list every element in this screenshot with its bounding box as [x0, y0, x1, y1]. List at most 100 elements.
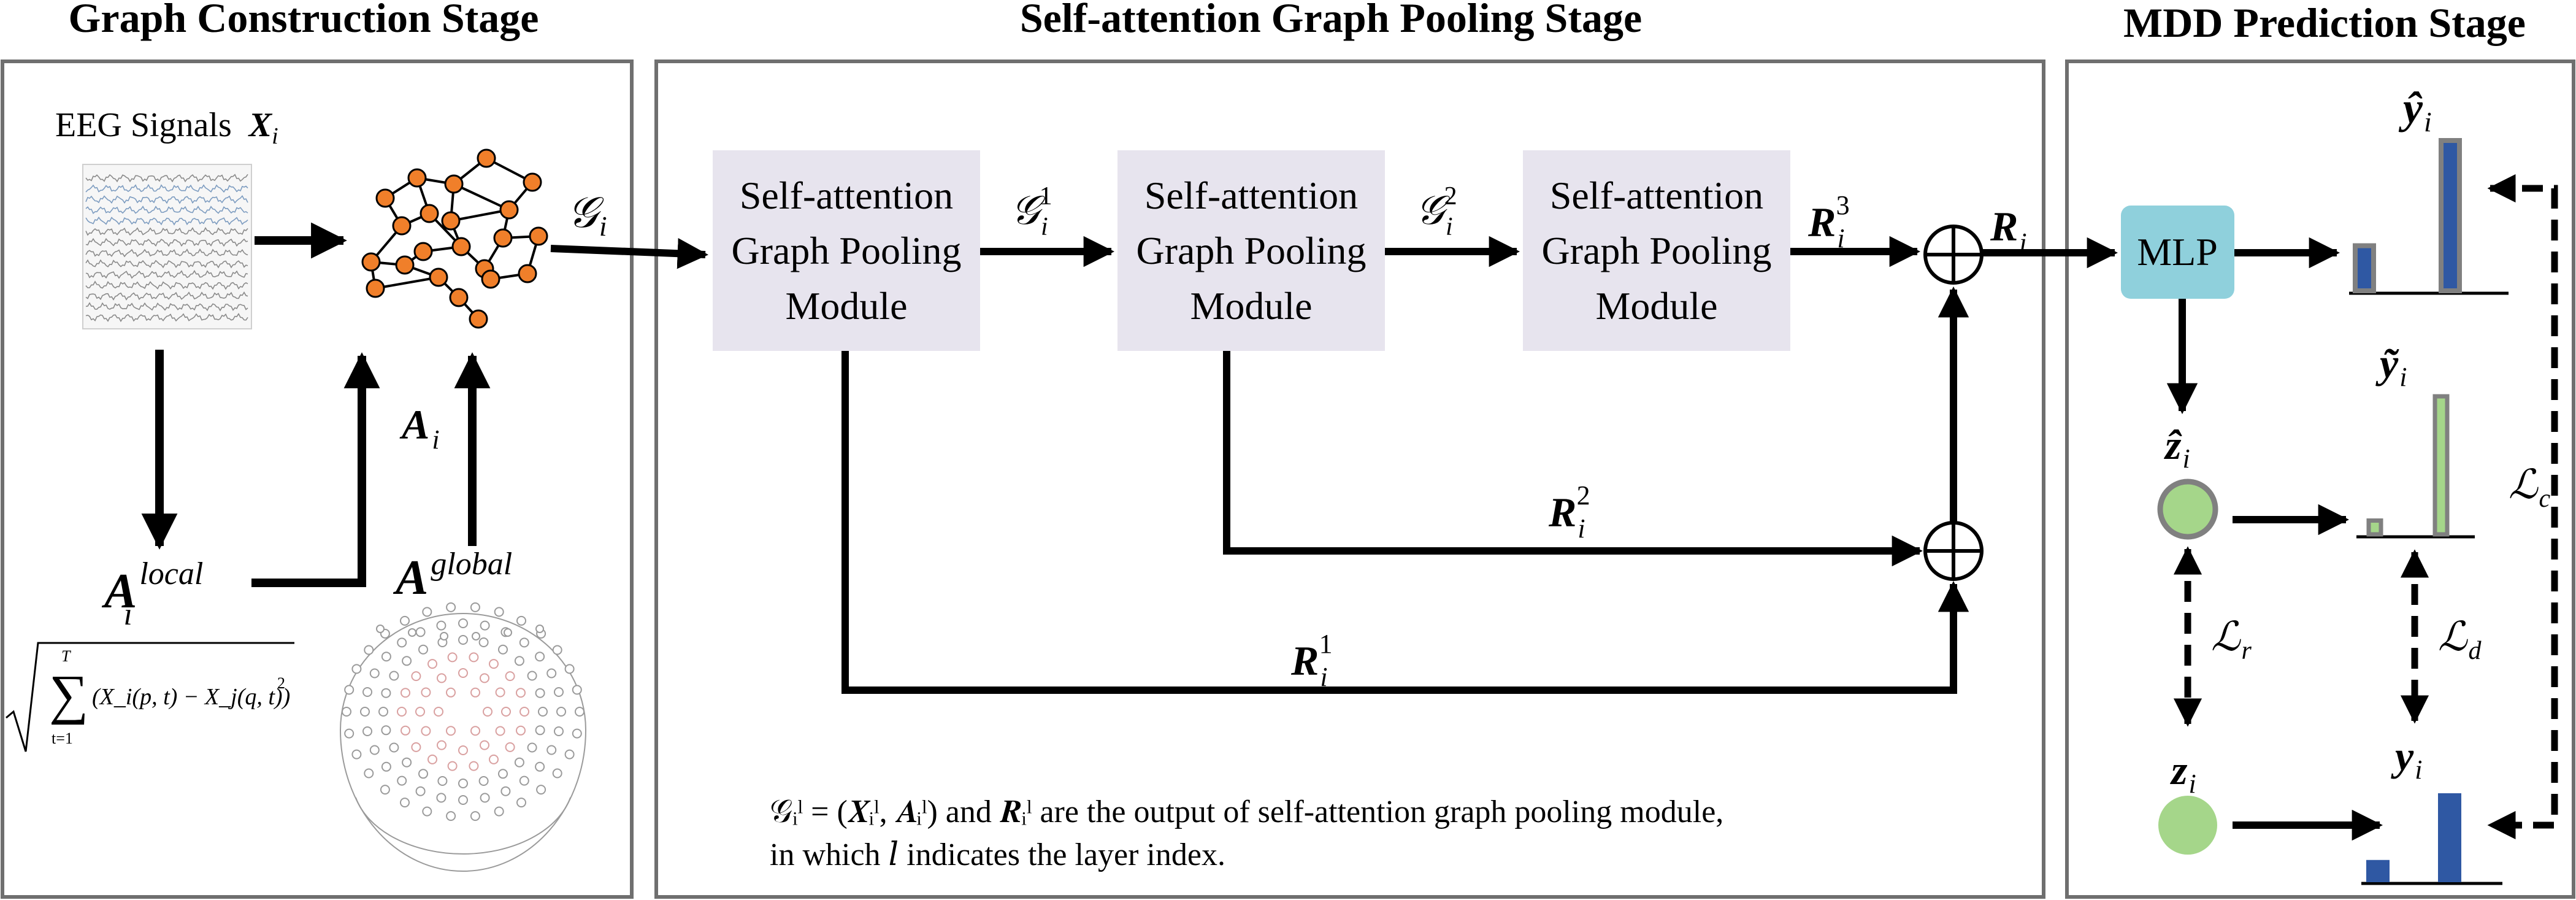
electrode	[514, 656, 524, 666]
eeg-trace	[85, 302, 248, 312]
electrode	[516, 615, 526, 626]
electrode	[472, 632, 480, 640]
bar	[2366, 518, 2383, 537]
loss-d-label: ℒd	[2438, 615, 2482, 665]
r3-label: Ri3	[1807, 190, 1850, 253]
electrode	[519, 707, 529, 717]
electrode	[434, 707, 443, 717]
electrode	[415, 707, 425, 717]
electrode	[427, 754, 437, 764]
stage-title-pooling: Self-attention Graph Pooling Stage	[1020, 0, 1642, 41]
loss-c-label: ℒc	[2509, 463, 2551, 513]
electrode	[494, 607, 504, 617]
graph-node	[499, 200, 519, 220]
electrode	[400, 615, 410, 626]
electrode	[516, 798, 526, 808]
electrode	[421, 726, 431, 736]
graph-node	[493, 228, 513, 248]
svg-text:ỹi: ỹi	[2375, 340, 2407, 392]
electrode	[408, 628, 416, 637]
distance-formula: ∑ T t=1 (X_i(p, t) − X_j(q, t)) 2	[6, 642, 294, 752]
electrode	[447, 652, 458, 663]
electrode	[380, 785, 390, 795]
svg-text:Ri1: Ri1	[1290, 629, 1333, 692]
svg-text:Graph Pooling: Graph Pooling	[731, 229, 961, 272]
electrode	[402, 757, 412, 767]
graph-edge	[453, 183, 510, 211]
graph-node	[529, 226, 548, 246]
y-label: yi	[2391, 733, 2422, 785]
electrode	[554, 687, 564, 697]
svg-text:∑: ∑	[49, 664, 88, 725]
electrode	[351, 664, 362, 674]
electrode	[369, 745, 380, 755]
svg-text:Ri2: Ri2	[1548, 480, 1590, 544]
electrode	[437, 740, 447, 750]
electrode	[436, 793, 447, 803]
electrode	[535, 625, 544, 633]
graph-node	[449, 288, 469, 307]
svg-text:Ai: Ai	[399, 401, 440, 455]
electrode	[401, 725, 410, 736]
electrode	[418, 644, 428, 655]
electrode	[535, 652, 545, 662]
note-line-1: 𝒢ᵢˡ = (𝑿ᵢˡ, 𝑨ᵢˡ) and 𝑹ᵢˡ are the output …	[770, 794, 1723, 829]
svg-text:Graph Pooling: Graph Pooling	[1541, 229, 1771, 272]
electrode	[480, 673, 489, 683]
g-input-label: 𝒢i	[567, 190, 607, 242]
stage-title-graph-construction: Graph Construction Stage	[69, 0, 539, 41]
y-tilde-label: ỹi	[2375, 340, 2407, 392]
svg-text:Aglobal: Aglobal	[393, 547, 512, 605]
graph-edge	[375, 276, 439, 290]
electrode	[495, 687, 505, 698]
z-hat-circle	[2157, 479, 2218, 540]
electrode	[519, 637, 529, 648]
electrode	[389, 671, 399, 681]
electrode	[527, 742, 537, 753]
electrode	[504, 628, 512, 637]
electrode	[446, 687, 456, 698]
eeg-trace	[85, 183, 248, 193]
bar	[2366, 860, 2390, 882]
electrode	[458, 618, 468, 628]
electrode	[401, 688, 410, 698]
electrode	[411, 671, 421, 682]
y-hat-label: ŷi	[2398, 83, 2432, 137]
eeg-trace	[85, 280, 248, 290]
svg-text:(X_i(p, t) − X_j(q, t)): (X_i(p, t) − X_j(q, t))	[92, 684, 290, 710]
svg-text:ℒr: ℒr	[2211, 615, 2252, 665]
electrode	[564, 749, 575, 760]
svg-text:Self-attention: Self-attention	[1550, 174, 1763, 217]
electrode	[458, 779, 468, 788]
electrode	[446, 811, 456, 821]
r-output-label: Ri	[1990, 203, 2027, 258]
y-tilde-bar-chart	[2356, 394, 2475, 539]
svg-text:ℒc: ℒc	[2509, 463, 2551, 513]
electrode	[505, 742, 515, 752]
graph-construction-frame	[1, 60, 634, 899]
prediction-frame	[2065, 60, 2575, 899]
electrode	[446, 726, 456, 736]
a-global-label: Aglobal	[393, 547, 512, 605]
stage-title-prediction: MDD Prediction Stage	[2123, 0, 2526, 46]
arrow-a-local-to-graph	[251, 352, 380, 587]
electrode	[552, 645, 562, 655]
electrode	[470, 726, 480, 736]
electrode	[514, 757, 524, 767]
bar	[2439, 138, 2462, 293]
electrode	[564, 664, 575, 674]
graph-node	[420, 204, 439, 223]
electrode	[501, 707, 511, 717]
electrode	[427, 659, 437, 669]
electrode	[376, 625, 385, 633]
electrode	[538, 707, 548, 717]
eeg-trace	[85, 259, 248, 269]
head-outline-lower	[355, 797, 571, 855]
svg-text:ŷi: ŷi	[2398, 83, 2432, 137]
z-label: zi	[2170, 747, 2196, 799]
sum-node-lower	[1923, 521, 1984, 581]
loss-r-label: ℒr	[2211, 615, 2252, 665]
electrode	[505, 671, 515, 682]
eeg-trace	[85, 206, 248, 215]
